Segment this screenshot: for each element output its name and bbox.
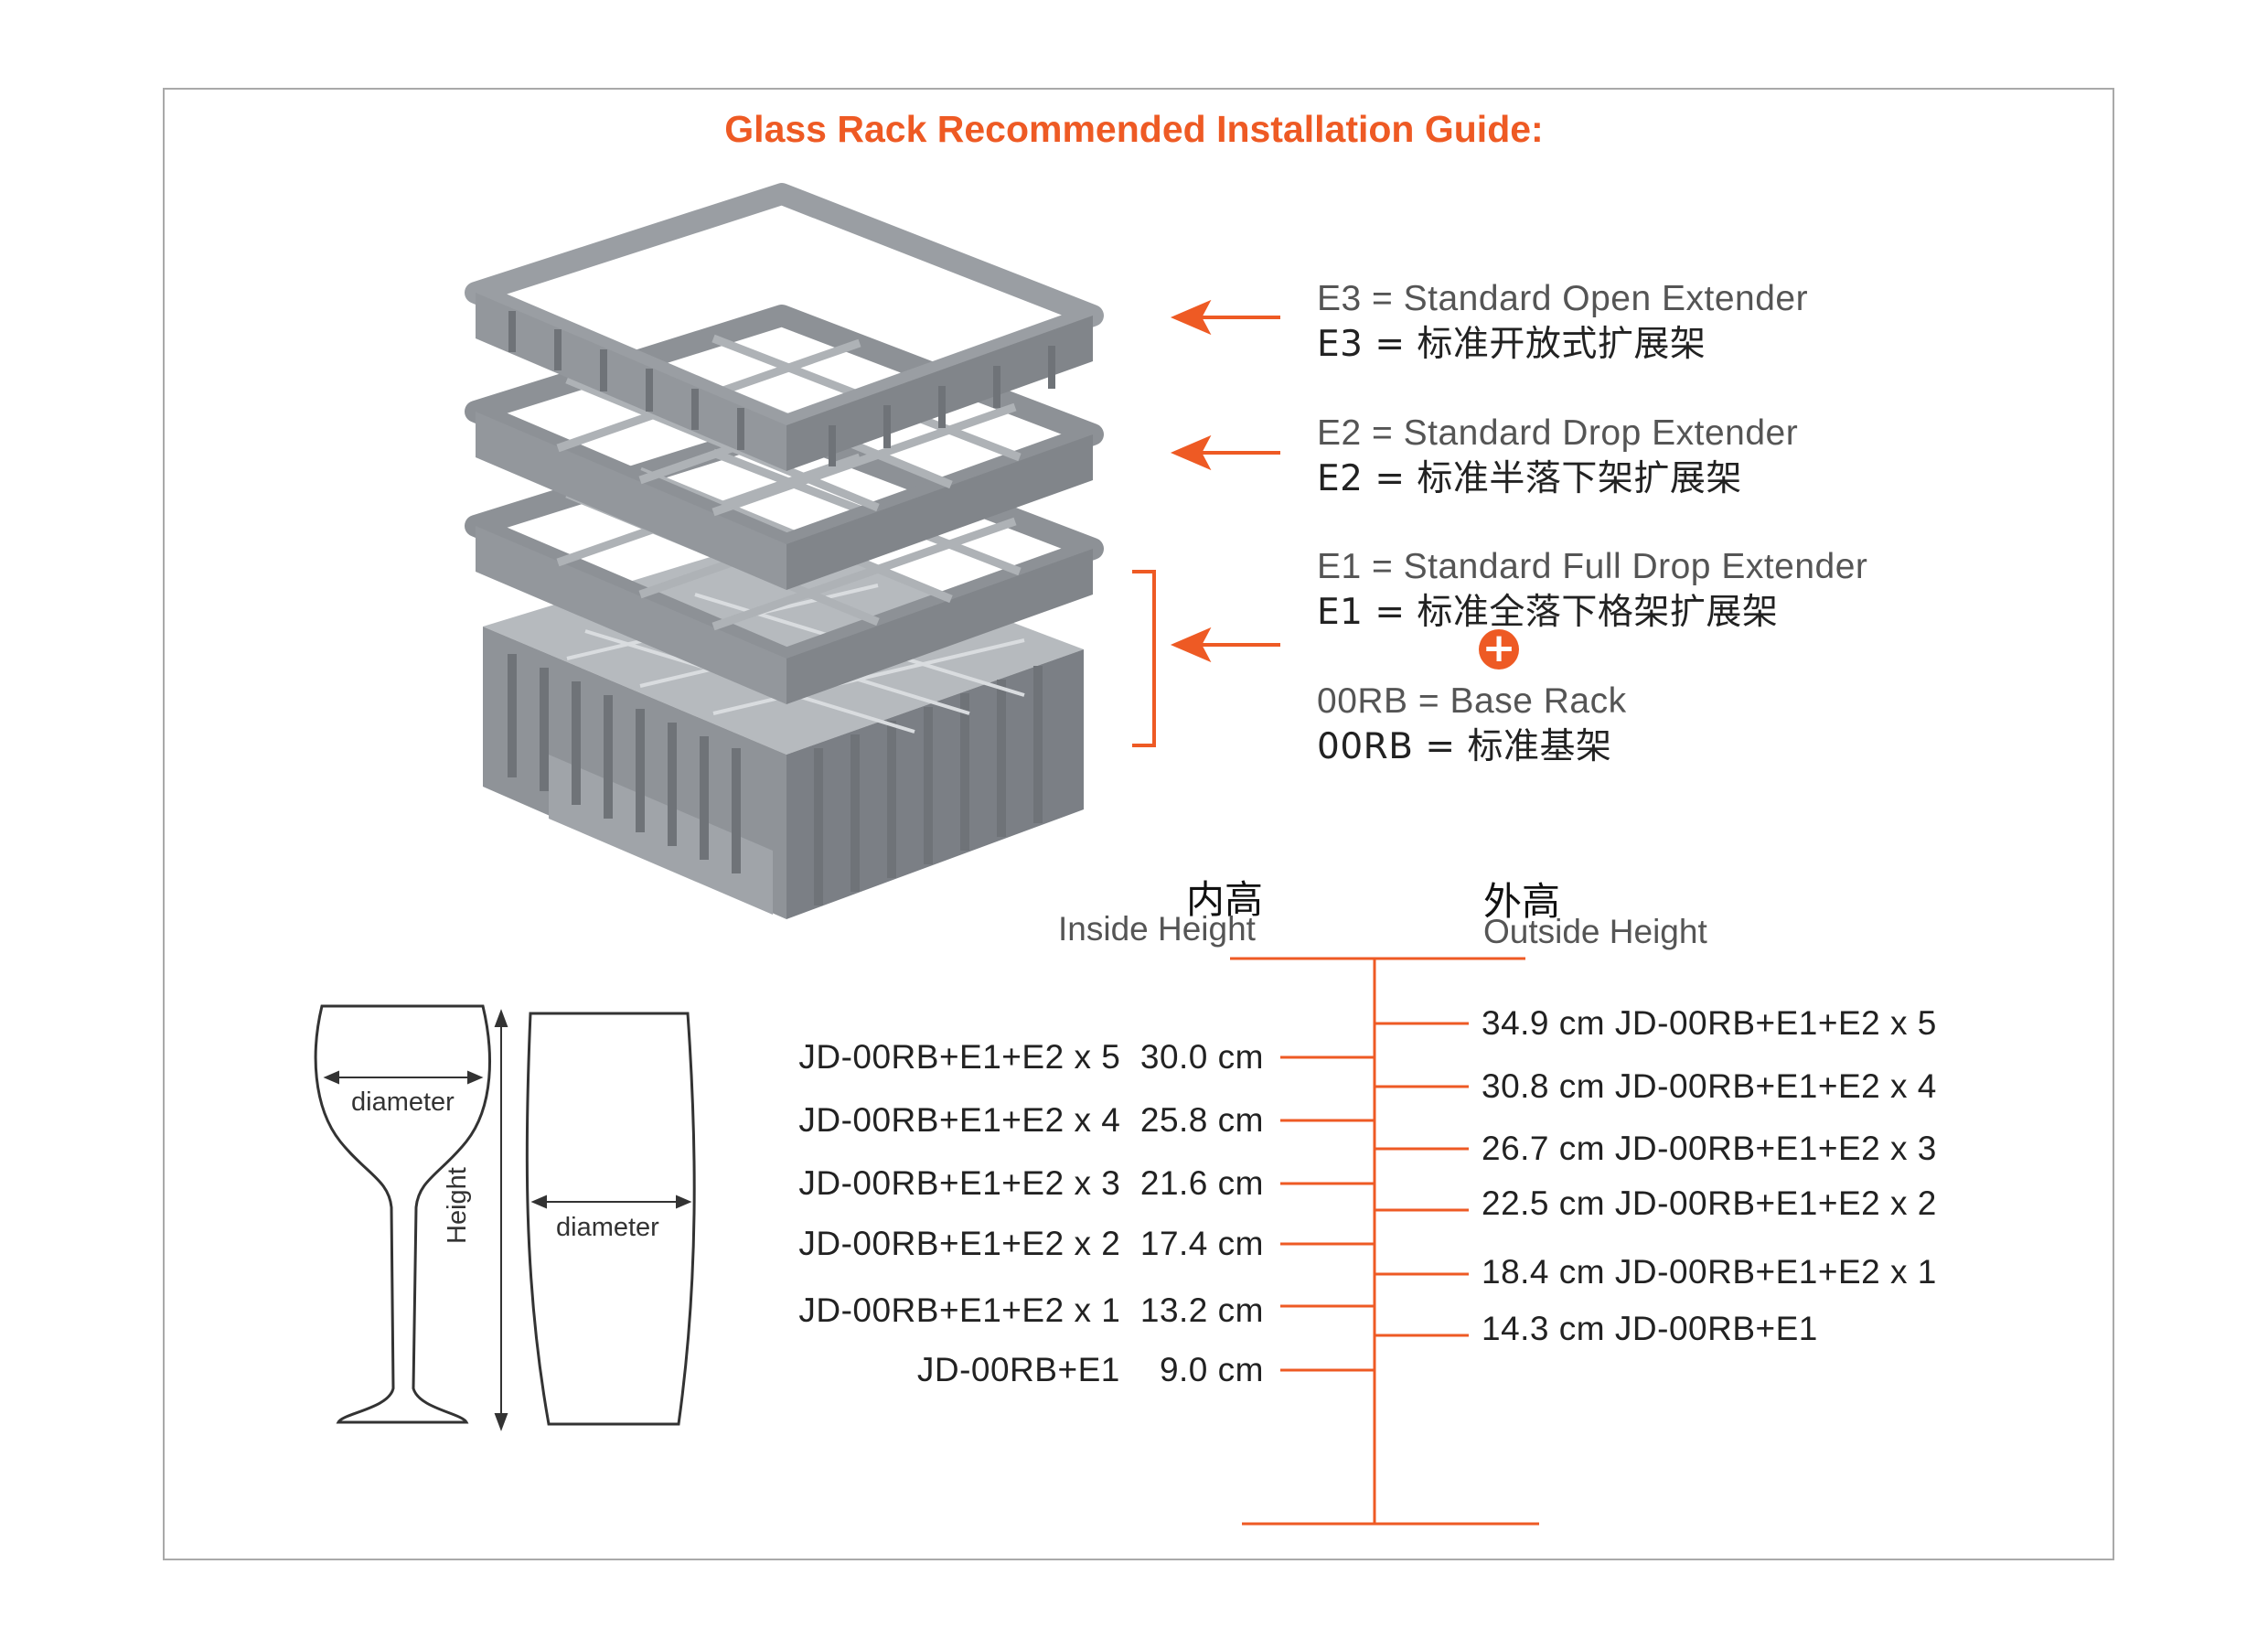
base-label-cn: 00RB = 标准基架 (1317, 726, 1612, 767)
inside-row: JD-00RB+E1+E2 x 1 13.2 cm (798, 1291, 1264, 1330)
e3-label-cn: E3 = 标准开放式扩展架 (1317, 324, 1706, 365)
outside-model: JD-00RB+E1 (1614, 1310, 1818, 1347)
inside-model: JD-00RB+E1 (916, 1351, 1120, 1388)
inside-value: 30.0 cm (1139, 1038, 1264, 1076)
inside-value: 13.2 cm (1139, 1291, 1264, 1329)
inside-value: 25.8 cm (1139, 1101, 1264, 1139)
outside-row: 26.7 cm JD-00RB+E1+E2 x 3 (1482, 1130, 1937, 1168)
height-label: Height (443, 1167, 472, 1244)
bracket-icon (1132, 570, 1156, 747)
inside-model: JD-00RB+E1+E2 x 1 (798, 1291, 1121, 1329)
inside-row: JD-00RB+E1 9.0 cm (917, 1351, 1264, 1389)
outside-value: 22.5 cm (1482, 1184, 1606, 1222)
outside-model: JD-00RB+E1+E2 x 3 (1614, 1130, 1937, 1167)
plus-circle-icon: + (1479, 628, 1519, 670)
height-scale (1230, 957, 1539, 1526)
outside-model: JD-00RB+E1+E2 x 4 (1614, 1067, 1937, 1105)
outside-row: 18.4 cm JD-00RB+E1+E2 x 1 (1482, 1253, 1937, 1291)
outside-header-cn: 外高 (1483, 879, 1561, 924)
inside-row: JD-00RB+E1+E2 x 2 17.4 cm (798, 1225, 1264, 1263)
inside-value: 21.6 cm (1139, 1164, 1264, 1202)
outside-value: 18.4 cm (1482, 1253, 1606, 1291)
e2-label-en: E2 = Standard Drop Extender (1317, 413, 1799, 453)
guide-frame (163, 88, 2114, 1560)
inside-model: JD-00RB+E1+E2 x 4 (798, 1101, 1121, 1139)
inside-model: JD-00RB+E1+E2 x 5 (798, 1038, 1121, 1076)
outside-row: 30.8 cm JD-00RB+E1+E2 x 4 (1482, 1067, 1937, 1106)
inside-value: 17.4 cm (1139, 1225, 1264, 1262)
outside-value: 34.9 cm (1482, 1004, 1606, 1042)
base-label-en: 00RB = Base Rack (1317, 681, 1627, 721)
e3-label-en: E3 = Standard Open Extender (1317, 279, 1809, 318)
wine-glass-illustration (314, 1004, 491, 1424)
outside-header-en: Outside Height (1483, 913, 1707, 950)
outside-row: 34.9 cm JD-00RB+E1+E2 x 5 (1482, 1004, 1937, 1043)
tumbler-diameter-arrow (530, 1195, 692, 1209)
e2-label-cn: E2 = 标准半落下架扩展架 (1317, 458, 1742, 499)
tumbler-glass-illustration (525, 1012, 696, 1426)
tumbler-diameter-label: diameter (556, 1213, 659, 1242)
inside-row: JD-00RB+E1+E2 x 3 21.6 cm (798, 1164, 1264, 1203)
outside-value: 14.3 cm (1482, 1310, 1606, 1347)
e1-label-cn: E1 = 标准全落下格架扩展架 (1317, 592, 1779, 633)
e1-label-en: E1 = Standard Full Drop Extender (1317, 547, 1868, 586)
wine-diameter-label: diameter (351, 1088, 455, 1117)
outside-model: JD-00RB+E1+E2 x 1 (1614, 1253, 1937, 1291)
inside-model: JD-00RB+E1+E2 x 2 (798, 1225, 1121, 1262)
arrow-icons (1170, 299, 1280, 663)
wine-diameter-arrow (323, 1070, 484, 1085)
inside-model: JD-00RB+E1+E2 x 3 (798, 1164, 1121, 1202)
outside-row: 22.5 cm JD-00RB+E1+E2 x 2 (1482, 1184, 1937, 1223)
inside-value: 9.0 cm (1159, 1351, 1264, 1388)
inside-row: JD-00RB+E1+E2 x 4 25.8 cm (798, 1101, 1264, 1140)
inside-row: JD-00RB+E1+E2 x 5 30.0 cm (798, 1038, 1264, 1077)
outside-value: 26.7 cm (1482, 1130, 1606, 1167)
height-arrow (494, 1009, 508, 1431)
outside-model: JD-00RB+E1+E2 x 2 (1614, 1184, 1937, 1222)
outside-model: JD-00RB+E1+E2 x 5 (1614, 1004, 1937, 1042)
inside-header-cn: 内高 (1186, 877, 1264, 922)
inside-header-en: Inside Height (1058, 910, 1256, 948)
outside-value: 30.8 cm (1482, 1067, 1606, 1105)
e3-extender-illustration (465, 183, 1104, 471)
outside-row: 14.3 cm JD-00RB+E1 (1482, 1310, 1818, 1348)
page-title: Glass Rack Recommended Installation Guid… (724, 108, 1544, 150)
